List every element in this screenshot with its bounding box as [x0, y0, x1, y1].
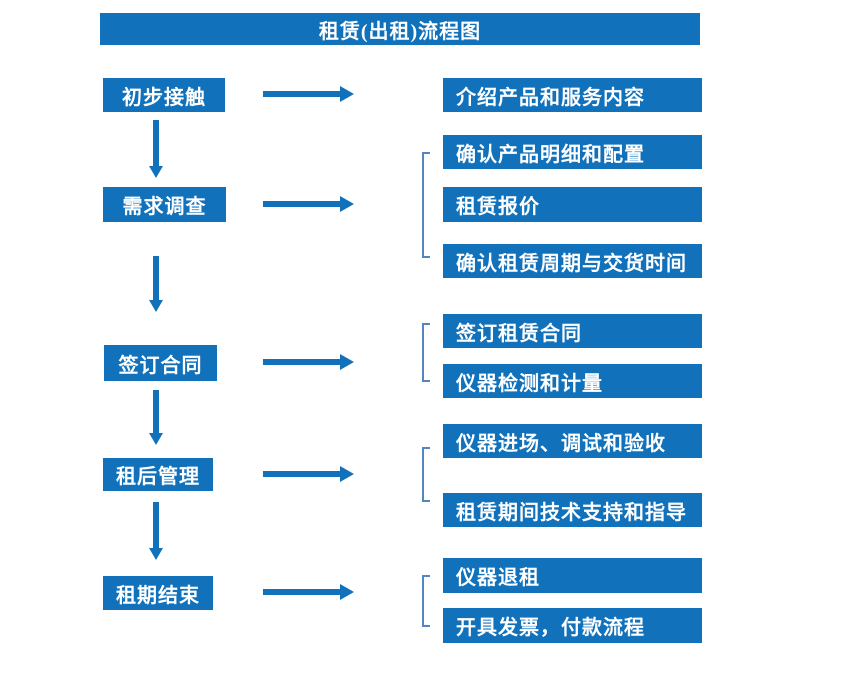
arrow-down-icon — [149, 390, 163, 445]
detail-box: 签订租赁合同 — [443, 314, 702, 348]
arrow-down-icon — [149, 256, 163, 312]
detail-box: 仪器检测和计量 — [443, 364, 702, 398]
detail-box: 租赁期间技术支持和指导 — [443, 493, 702, 527]
group-bracket — [422, 575, 430, 627]
step-box-demand-survey: 需求调查 — [103, 187, 226, 222]
arrow-down-icon — [149, 120, 163, 178]
step-box-initial-contact: 初步接触 — [103, 78, 225, 112]
group-bracket — [422, 447, 430, 502]
title-bar: 租赁(出租)流程图 — [100, 13, 700, 45]
detail-box: 仪器进场、调试和验收 — [443, 424, 702, 458]
detail-box: 介绍产品和服务内容 — [443, 78, 702, 112]
detail-box: 开具发票，付款流程 — [443, 608, 702, 643]
arrow-right-icon — [263, 196, 354, 212]
step-box-sign-contract: 签订合同 — [104, 345, 217, 381]
detail-box: 确认租赁周期与交货时间 — [443, 244, 702, 278]
arrow-right-icon — [263, 86, 354, 102]
arrow-right-icon — [263, 584, 354, 600]
page-title: 租赁(出租)流程图 — [318, 20, 482, 43]
detail-box: 确认产品明细和配置 — [443, 135, 702, 169]
arrow-right-icon — [263, 354, 354, 370]
group-bracket — [422, 323, 430, 382]
group-bracket — [422, 152, 430, 258]
step-box-rental-end: 租期结束 — [103, 576, 213, 610]
arrow-right-icon — [263, 466, 354, 482]
detail-box: 仪器退租 — [443, 558, 702, 593]
detail-box: 租赁报价 — [443, 187, 702, 222]
arrow-down-icon — [149, 502, 163, 560]
step-box-post-rental-management: 租后管理 — [103, 458, 213, 491]
